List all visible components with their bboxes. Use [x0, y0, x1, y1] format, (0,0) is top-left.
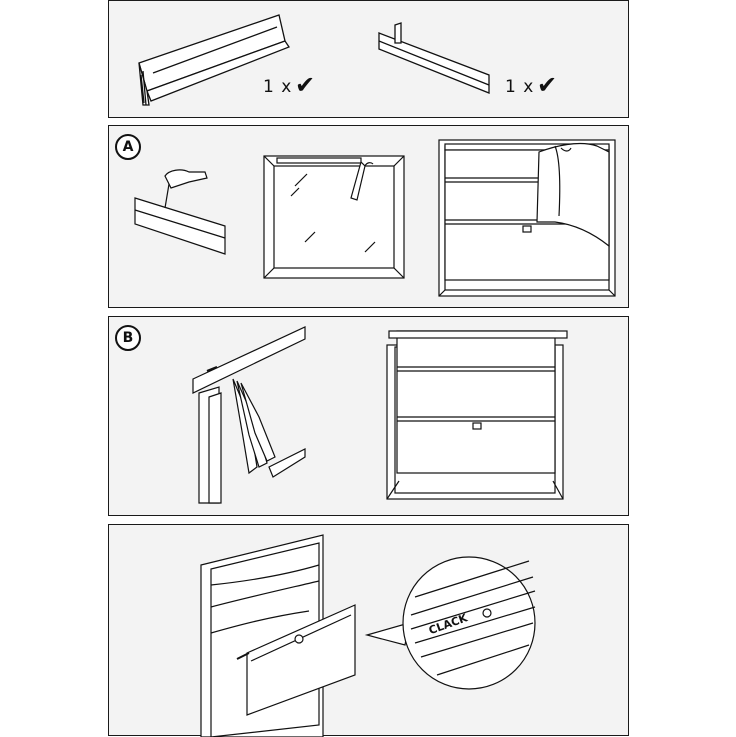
attach-tape-icon — [134, 169, 226, 255]
detail-panel: CLACK — [108, 524, 629, 737]
detail-illustration — [200, 534, 536, 737]
blind-attached-icon — [438, 139, 616, 297]
blind-in-window-icon — [386, 330, 568, 500]
step-a-panel: A — [108, 125, 629, 308]
step-b-illustration — [192, 326, 568, 504]
parts-illustration — [138, 14, 490, 106]
fabric-rail-check-icon: ✔ — [295, 71, 316, 99]
fabric-rail-quantity: 1 x — [263, 77, 293, 97]
step-a-illustration — [134, 139, 616, 297]
clack-detail-icon — [402, 556, 536, 690]
headrail-check-icon: ✔ — [537, 71, 558, 99]
mount-blind-icon — [192, 326, 306, 504]
headrail-quantity: 1 x — [505, 77, 535, 97]
fabric-rail-icon — [138, 14, 290, 106]
blind-lowered-icon — [200, 534, 356, 737]
step-b-badge: B — [115, 325, 141, 351]
window-frame-icon — [263, 155, 405, 279]
step-b-panel: B — [108, 316, 629, 516]
parts-panel: 1 x ✔ 1 x ✔ — [108, 0, 629, 118]
step-a-badge: A — [115, 134, 141, 160]
headrail-icon — [378, 22, 490, 94]
